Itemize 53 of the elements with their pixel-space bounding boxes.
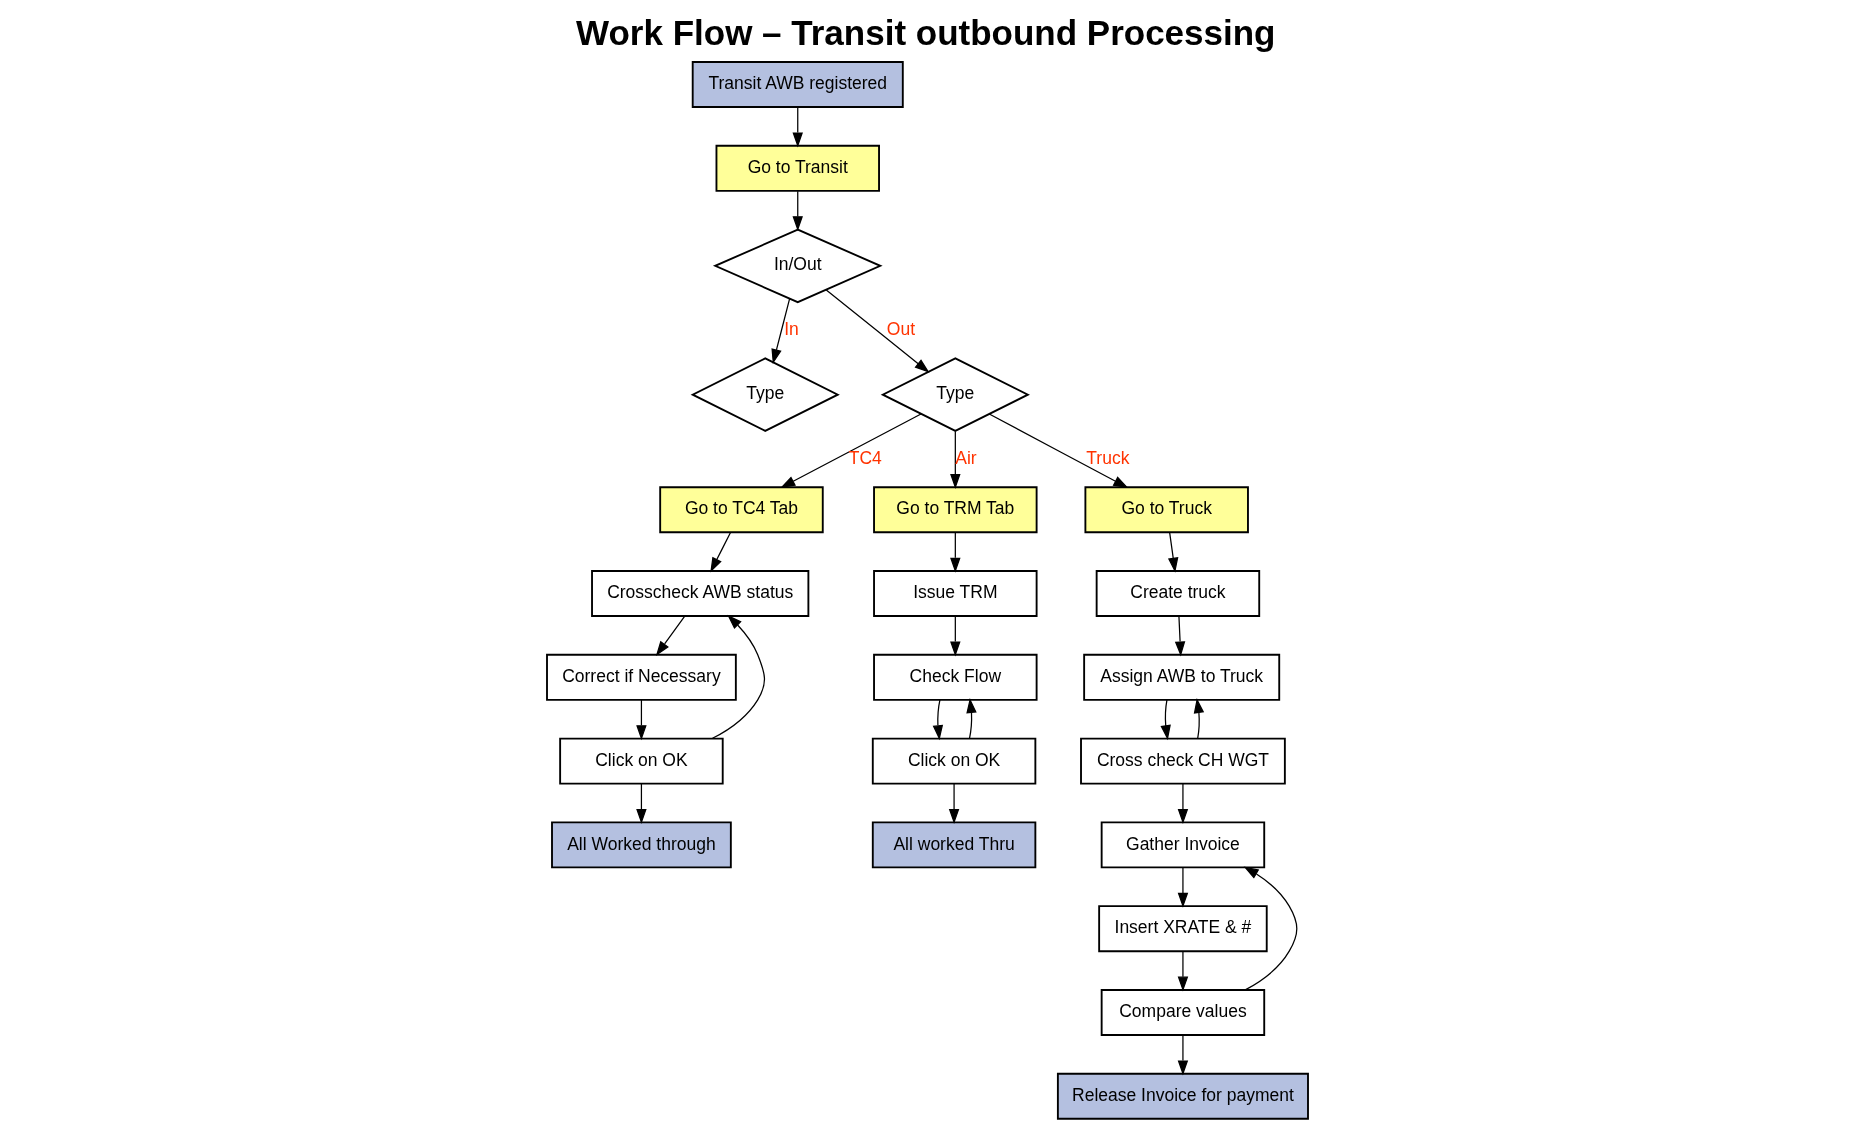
node-box: Transit AWB registered [691,61,904,108]
node-box: Issue TRM [873,570,1038,617]
arrow [1174,615,1186,657]
arrow [792,190,803,232]
node-box: Click on OK [559,737,724,785]
arrow [932,699,944,741]
arrow [950,430,961,490]
arrow [636,699,647,741]
diagram-title: Work Flow – Transit outbound Processing [576,13,1276,52]
arrow [780,413,922,489]
arrow [1177,1034,1189,1076]
node-box: Insert XRATE & # [1098,905,1268,953]
node-box: All worked Thru [871,821,1037,869]
arrow [1243,866,1298,991]
node-box: Go to Transit [715,144,880,192]
arrow [711,614,766,739]
edge-label: TC4 [848,447,882,468]
edge-label: In [784,318,799,339]
arrow [710,531,732,573]
node-box: Go to Truck [1084,486,1249,534]
node-box: Gather Invoice [1100,821,1266,869]
node-box: Compare values [1100,989,1266,1036]
node-box: Create truck [1095,570,1261,617]
node-box: All Worked through [551,821,732,869]
arrow [1177,950,1189,992]
arrow [950,615,961,657]
arrow [966,698,977,739]
node-diamond: Type [690,357,840,432]
node-box: Correct if Necessary [546,653,737,701]
node-box: Check Flow [873,653,1038,701]
node-diamond: In/Out [712,228,883,304]
node-box: Assign AWB to Truck [1083,653,1281,701]
node-box: Release Invoice for payment [1056,1072,1309,1120]
arrow [771,298,791,365]
arrow [792,106,803,148]
node-box: Click on OK [871,737,1037,785]
arrow [825,289,930,373]
arrow [636,783,647,825]
edge-label: Truck [1086,447,1130,468]
arrow [948,783,960,825]
node-box: Crosscheck AWB status [591,570,810,617]
arrow [1167,531,1179,573]
arrow [1193,698,1205,739]
node-box: Go to TC4 Tab [659,486,824,534]
arrow [988,413,1129,489]
arrow [1160,699,1171,741]
arrow [950,531,961,573]
node-box: Go to TRM Tab [873,486,1038,534]
arrow [1177,783,1189,825]
node-box: Cross check CH WGT [1080,737,1286,785]
arrow [1177,866,1189,908]
arrow [655,615,686,657]
edge-label: Out [886,318,916,339]
